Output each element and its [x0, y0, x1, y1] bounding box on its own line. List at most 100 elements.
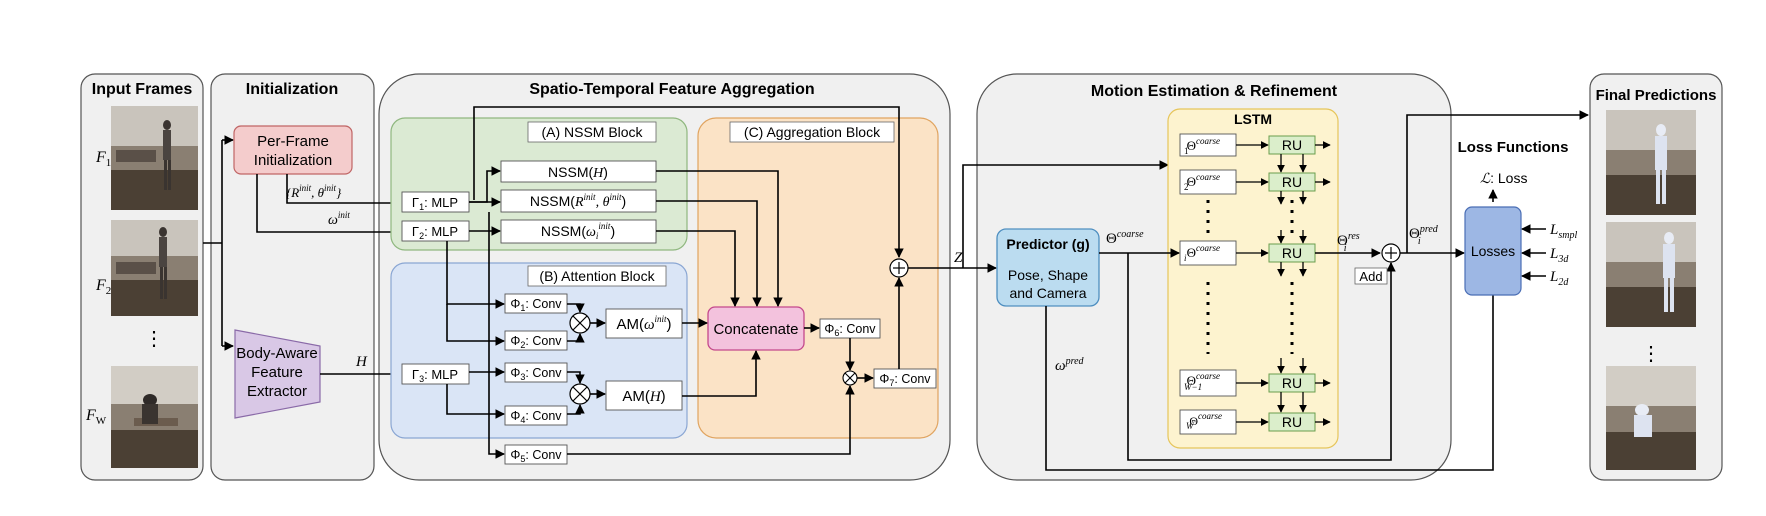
- nssm-block: (A) NSSM Block: [390, 117, 688, 251]
- phi4-conv: Φ4: Conv: [504, 405, 568, 426]
- svg-text:Losses: Losses: [1471, 243, 1515, 259]
- gamma3-mlp: Γ3: MLP: [401, 363, 470, 385]
- nssm-h-box: NSSM(H): [500, 160, 657, 183]
- frames-connector: [203, 135, 234, 351]
- add-node-res: [1381, 243, 1401, 263]
- panel-motion-title: Motion Estimation & Refinement: [1091, 83, 1338, 100]
- omega-init-label: ωinit: [328, 210, 350, 228]
- ru-1: RU: [1268, 135, 1316, 155]
- svg-text:and Camera: and Camera: [1009, 285, 1086, 301]
- aggregation-block-title: (C) Aggregation Block: [744, 124, 881, 140]
- prediction-frame-2: [1606, 222, 1696, 327]
- predictor-box: Predictor (g) Pose, Shape and Camera: [996, 228, 1100, 307]
- svg-text:Φ4: Conv: Φ4: Conv: [510, 409, 562, 425]
- ru-i: RU: [1268, 243, 1316, 263]
- input-frame-1: [111, 106, 198, 210]
- svg-text:AM(ωinit): AM(ωinit): [616, 314, 671, 333]
- prediction-frame-1: [1606, 110, 1696, 215]
- svg-text:Feature: Feature: [251, 364, 303, 381]
- add-label: Add: [1354, 267, 1388, 285]
- svg-text:Φ6: Conv: Φ6: Conv: [824, 322, 876, 338]
- svg-text:Extractor: Extractor: [247, 383, 307, 400]
- theta-coarse-label: Θcoarse: [1106, 229, 1144, 247]
- l-3d-label: L3d: [1549, 246, 1569, 265]
- phi3-conv: Φ3: Conv: [504, 362, 568, 383]
- svg-text:Pose, Shape: Pose, Shape: [1008, 267, 1088, 283]
- input-frame-2: [111, 220, 198, 316]
- lstm-dots: [1206, 200, 1294, 354]
- omega-pred-label: ωpred: [1055, 356, 1085, 374]
- svg-text:Γ3: MLP: Γ3: MLP: [412, 367, 458, 384]
- svg-text:AM(H): AM(H): [622, 388, 665, 405]
- am-omega-box: AM(ωinit): [605, 308, 683, 339]
- multiply-node-1: [569, 312, 591, 334]
- frames-ellipsis: ⋮: [144, 328, 164, 350]
- panel-input-frames-title: Input Frames: [92, 81, 193, 98]
- aggregation-arrows: [446, 106, 1169, 459]
- losses-box: Losses: [1464, 206, 1522, 296]
- l-2d-label: L2d: [1549, 269, 1569, 288]
- svg-text:Φ7: Conv: Φ7: Conv: [879, 372, 931, 388]
- frame-label-f2: F2: [95, 277, 111, 297]
- svg-text:RU: RU: [1282, 137, 1302, 153]
- prediction-frame-w: [1606, 366, 1696, 470]
- svg-text:Γ2: MLP: Γ2: MLP: [412, 224, 458, 241]
- svg-text:NSSM(H): NSSM(H): [548, 164, 608, 181]
- loss-label: ℒ: Loss: [1480, 170, 1527, 187]
- phi1-conv: Φ1: Conv: [504, 293, 568, 314]
- nssm-r-theta-box: NSSM(Rinit, θinit): [500, 189, 657, 213]
- svg-text:Per-Frame: Per-Frame: [257, 133, 329, 150]
- input-frame-w: [111, 366, 198, 468]
- motion-arrows: [1045, 110, 1589, 471]
- init-arrows: [256, 174, 403, 379]
- nssm-omega-box: NSSM(ωiinit): [500, 219, 657, 244]
- svg-text:RU: RU: [1282, 174, 1302, 190]
- multiply-node-2: [569, 383, 591, 405]
- loss-functions-title: Loss Functions: [1458, 139, 1569, 156]
- svg-text:Φ1: Conv: Φ1: Conv: [510, 297, 562, 313]
- panel-final-title: Final Predictions: [1596, 87, 1717, 104]
- ru-w: RU: [1268, 412, 1316, 432]
- h-label: H: [355, 354, 368, 370]
- l-smpl-label: Lsmpl: [1549, 222, 1577, 241]
- ru-2: RU: [1268, 172, 1316, 192]
- frame-label-f1: F1: [95, 149, 111, 169]
- frame-label-fw: FW: [85, 407, 107, 427]
- lstm-block: LSTM: [1167, 108, 1339, 449]
- svg-text:Concatenate: Concatenate: [713, 321, 798, 338]
- svg-text:NSSM(Rinit, θinit): NSSM(Rinit, θinit): [530, 192, 626, 210]
- r-theta-init-label: {Rinit, θinit}: [286, 183, 342, 200]
- loss-input-arrows: [1521, 224, 1546, 281]
- attention-block-title: (B) Attention Block: [539, 268, 655, 284]
- aggregation-block: (C) Aggregation Block: [697, 117, 939, 439]
- concatenate-box: Concatenate: [707, 306, 805, 351]
- svg-text:NSSM(ωiinit): NSSM(ωiinit): [541, 221, 615, 241]
- svg-text:Body-Aware: Body-Aware: [236, 345, 317, 362]
- svg-text:Φ2: Conv: Φ2: Conv: [510, 334, 562, 350]
- panel-aggregation-title: Spatio-Temporal Feature Aggregation: [529, 81, 814, 98]
- gamma1-mlp: Γ1: MLP: [401, 191, 470, 213]
- phi7-conv: Φ7: Conv: [873, 368, 937, 389]
- lstm-title: LSTM: [1234, 111, 1272, 127]
- svg-text:Γ1: MLP: Γ1: MLP: [412, 195, 458, 212]
- phi2-conv: Φ2: Conv: [504, 330, 568, 351]
- panel-initialization-title: Initialization: [246, 81, 338, 98]
- svg-text:Add: Add: [1359, 269, 1382, 284]
- svg-text:RU: RU: [1282, 375, 1302, 391]
- phi6-conv: Φ6: Conv: [819, 318, 881, 339]
- nssm-block-title: (A) NSSM Block: [541, 124, 643, 140]
- svg-text:Initialization: Initialization: [254, 152, 332, 169]
- svg-text:Φ5: Conv: Φ5: Conv: [510, 448, 562, 464]
